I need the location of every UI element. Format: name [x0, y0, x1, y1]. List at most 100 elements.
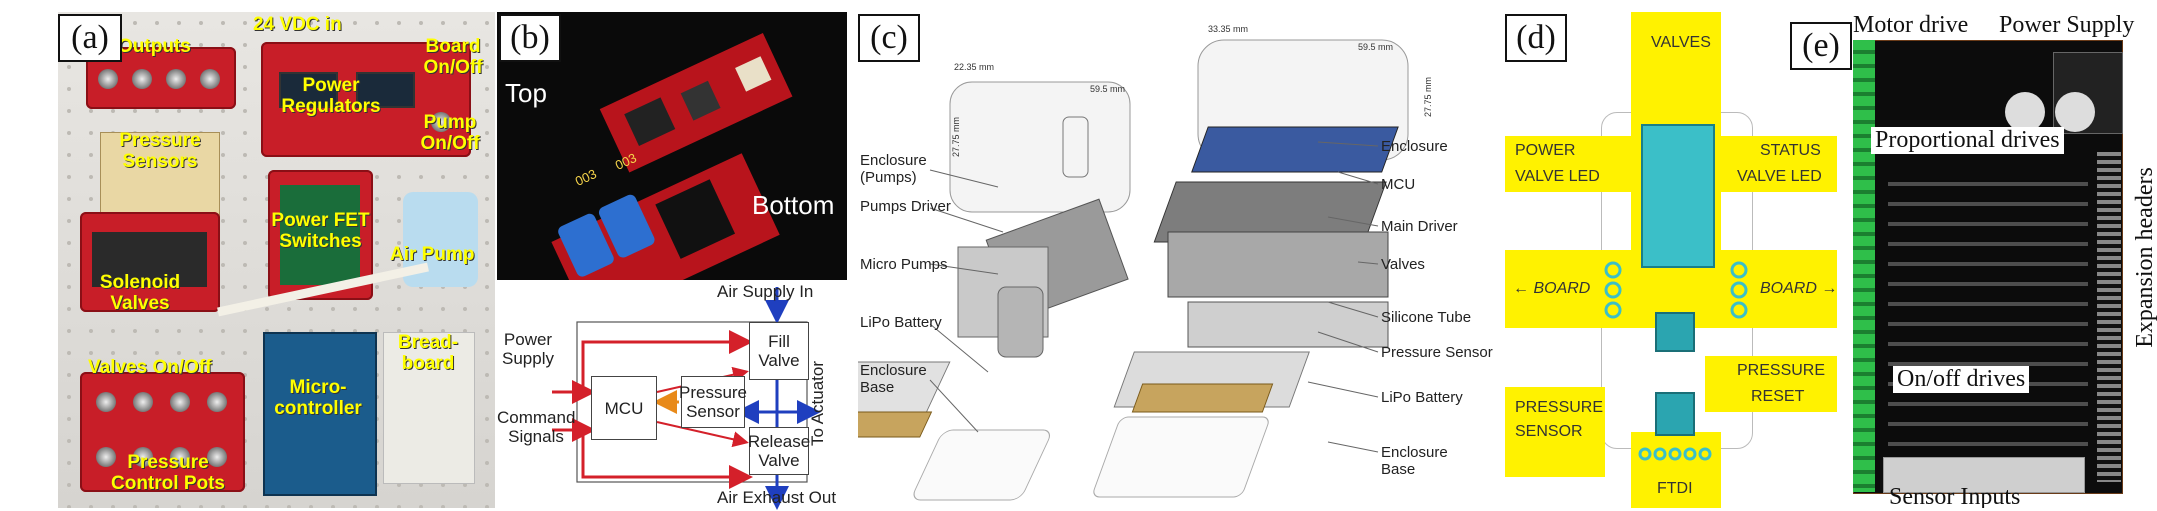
panel-d: VALVES POWER VALVE LED STATUS VALVE LED … — [1505, 12, 1837, 508]
label-valves: Valves — [1381, 256, 1425, 273]
status-bar — [1717, 136, 1837, 192]
dimension-label: 27.75 mm — [1423, 76, 1434, 118]
chip-grid — [1888, 172, 2088, 462]
label-enclosure-base-right: Enclosure Base — [1381, 444, 1448, 478]
label-power-fet: Power FET Switches — [271, 210, 370, 252]
label-board-right: BOARD → — [1760, 280, 1837, 297]
label-enclosure: Enclosure — [1381, 138, 1448, 155]
label-sensor-inputs: Sensor Inputs — [1889, 484, 2021, 508]
fet-pcb — [280, 185, 360, 285]
label-top: Top — [505, 78, 547, 108]
label-air-exhaust: Air Exhaust Out — [717, 488, 837, 507]
label-silicone-tube: Silicone Tube — [1381, 309, 1472, 326]
toggle-switch — [170, 392, 190, 412]
label-24vdc: 24 VDC in — [253, 14, 342, 35]
dimension-label: 59.5 mm — [1358, 42, 1394, 52]
label-expansion-headers: Expansion headers — [2131, 167, 2157, 348]
breadboard — [383, 332, 475, 484]
panel-a: Outputs 24 VDC in Board On/Off Pressure … — [58, 12, 495, 508]
panel-c-tag: (c) — [858, 14, 920, 62]
label-solenoid-valves: Solenoid Valves — [99, 272, 181, 314]
mcu-box: MCU — [591, 376, 657, 440]
label-enclosure-base-left: Enclosure Base — [860, 362, 927, 396]
label-outputs: Outputs — [118, 36, 191, 57]
panel-e: Motor drive Power Supply Proportional dr… — [1843, 12, 2157, 508]
label-pumps-driver: Pumps Driver — [860, 198, 951, 215]
toggle-switch — [207, 392, 227, 412]
microcontroller-board — [263, 332, 377, 496]
label-breadboard: Bread-board — [397, 332, 459, 374]
label-power-supply: Power Supply — [502, 330, 554, 368]
label-pressure-sensors: Pressure Sensors — [119, 130, 201, 172]
air-tube — [217, 262, 429, 317]
label-pressure-sensor: Pressure Sensor — [1381, 344, 1493, 361]
dimension-label: 22.35 mm — [954, 62, 995, 72]
label-main-driver: Main Driver — [1381, 218, 1458, 235]
green-terminals — [1853, 40, 1875, 492]
pot-knob — [96, 447, 116, 467]
label-lipo-battery-right: LiPo Battery — [1381, 389, 1463, 406]
pot-knob — [170, 447, 190, 467]
label-microcontroller: Micro-controller — [274, 377, 362, 419]
pressure-bar — [1705, 356, 1837, 412]
switch-knob — [431, 112, 451, 132]
label-power-regulators: Power Regulators — [281, 75, 381, 117]
label-power: POWER — [1515, 142, 1576, 159]
panel-b-tag: (b) — [499, 14, 561, 62]
power-bar — [1505, 136, 1635, 192]
pressure-sensors-board — [100, 132, 220, 219]
pad-pattern — [1604, 261, 1748, 461]
output-connector — [200, 69, 220, 89]
capacitor — [2055, 92, 2095, 132]
dimension-label: 59.5 mm — [1090, 84, 1126, 94]
chip-component — [1655, 392, 1695, 436]
label-board-left: ← BOARD — [1513, 280, 1591, 297]
panel-c: Enclosure (Pumps) Pumps Driver Micro Pum… — [858, 12, 1498, 508]
dimension-label: 27.75 mm — [951, 116, 962, 158]
fill-valve-box: Fill Valve — [749, 322, 809, 380]
toggle-switch — [133, 392, 153, 412]
label-lipo-battery-left: LiPo Battery — [860, 314, 942, 331]
pressure-sensor-bar — [1505, 387, 1605, 477]
release-valve-box: Release Valve — [748, 427, 810, 475]
sensor-input-block — [1883, 457, 2085, 493]
label-valve-led-right: VALVE LED — [1737, 168, 1822, 185]
label-pressure-pots: Pressure Control Pots — [111, 452, 225, 494]
label-status: STATUS — [1760, 142, 1821, 159]
label-air-supply: Air Supply In — [717, 282, 814, 301]
label-air-pump: Air Pump — [390, 244, 475, 265]
label-valves-onoff: Valves On/Off — [88, 357, 212, 378]
label-onoff-drives: On/off drives — [1893, 366, 2030, 393]
panel-e-tag: (e) — [1790, 22, 1852, 70]
valve-board-photo — [551, 33, 793, 280]
panel-b-diagram: Air Supply In Power Supply Command Signa… — [497, 282, 847, 511]
pot-knob — [133, 447, 153, 467]
toggle-switch — [96, 392, 116, 412]
ftdi-bar — [1631, 432, 1721, 508]
label-enclosure-pumps: Enclosure (Pumps) — [860, 152, 927, 186]
output-connector — [166, 69, 186, 89]
flow-diagram — [552, 287, 821, 510]
valve-component — [1641, 124, 1715, 268]
expansion-header-strip — [2097, 152, 2121, 482]
panel-a-tag: (a) — [58, 14, 122, 62]
valves-onoff-board — [80, 372, 245, 492]
capacitor — [2005, 92, 2045, 132]
voltage-display — [356, 72, 415, 108]
label-valve-led-left: VALVE LED — [1515, 168, 1600, 185]
dimension-label: 33.35 mm — [1208, 24, 1249, 34]
label-motor-drive: Motor drive — [1853, 12, 1969, 38]
power-regulator-board — [261, 42, 471, 157]
label-proportional-drives: Proportional drives — [1871, 127, 2064, 154]
panel-d-tag: (d) — [1505, 14, 1567, 62]
label-power-supply: Power Supply — [1999, 12, 2135, 38]
label-valves: VALVES — [1651, 34, 1711, 51]
valve-block — [92, 232, 207, 287]
label-command-signals: Command Signals — [497, 408, 576, 446]
exploded-view-drawing — [858, 39, 1409, 501]
voltage-display — [279, 72, 338, 108]
label-pump-onoff: Pump On/Off — [420, 112, 480, 154]
pressure-sensor-box: Pressure Sensor — [679, 376, 747, 428]
label-ftdi: FTDI — [1657, 480, 1693, 497]
label-pressure: PRESSURE — [1737, 362, 1826, 379]
